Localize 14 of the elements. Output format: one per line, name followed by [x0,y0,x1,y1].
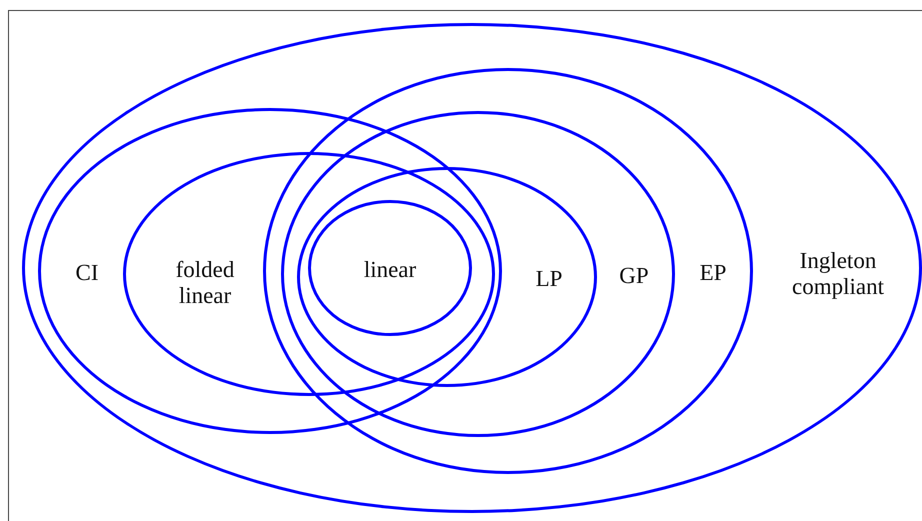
set-label: EP [698,260,728,286]
set-label: folded linear [174,257,236,309]
set-ellipse [263,68,753,474]
set-ellipse [38,108,502,434]
set-ellipse [123,152,495,396]
set-ellipse [281,111,675,437]
set-label: linear [362,257,418,283]
set-ellipse [22,23,922,513]
set-label: CI [74,260,100,286]
set-label: GP [618,263,650,289]
set-label: LP [534,266,564,292]
set-ellipse [297,167,597,387]
set-label: Ingleton compliant [791,248,885,300]
set-ellipse [308,200,472,336]
